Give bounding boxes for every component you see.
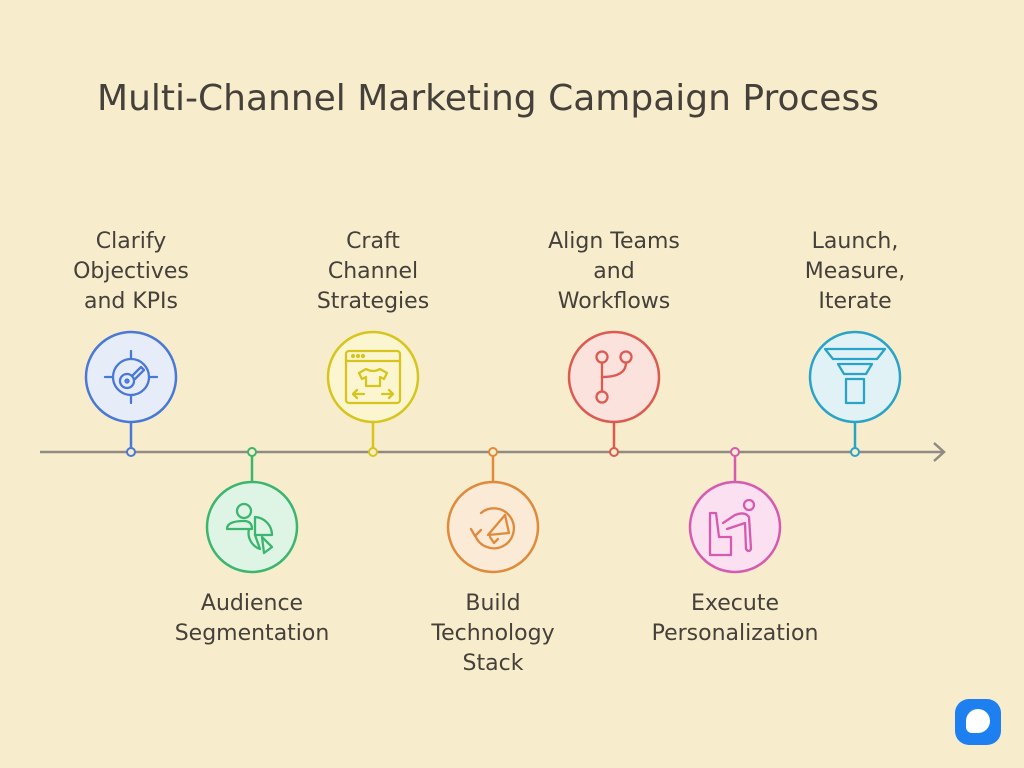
step-label: and KPIs [84,289,178,314]
timeline-node [126,447,136,457]
browser-shirt-icon [344,349,402,405]
step-label: Iterate [818,289,891,314]
timeline-node [609,447,619,457]
timeline-node [247,447,257,457]
step-label: Segmentation [175,621,330,646]
step-circle [808,330,902,424]
step-label: Personalization [652,621,819,646]
step-label: Audience [201,591,303,616]
step-label: Craft [346,229,400,254]
arrow-head-icon [933,442,946,462]
timeline-node [850,447,860,457]
step-label: Clarify [96,229,167,254]
target-key-icon [103,349,159,405]
user-pie-icon [225,502,274,555]
funnel-icon [823,347,887,405]
step-label: Technology [430,621,554,646]
timeline-node [368,447,378,457]
step-label: Channel [328,259,418,284]
step-label: Stack [463,651,524,676]
step-circle [446,480,540,574]
step-label: Workflows [558,289,670,314]
step-label: and [593,259,634,284]
app-logo [955,699,1001,745]
diagram-title: Multi-Channel Marketing Campaign Process [97,78,879,119]
git-branch-icon [595,350,633,404]
step-circle [326,330,420,424]
step-label: Objectives [73,259,189,284]
timeline-node [488,447,498,457]
step-circle [567,330,661,424]
step-circle [84,330,178,424]
step-label: Build [465,591,520,616]
step-label: Align Teams [548,229,680,254]
timeline-node [730,447,740,457]
step-label: Execute [691,591,779,616]
person-seat-icon [708,498,756,557]
step-label: Launch, [812,229,899,254]
step-7: Launch, Measure, Iterate [805,229,906,457]
megaphone-cycle-icon [469,507,515,550]
step-label: Strategies [317,289,429,314]
step-label: Measure, [805,259,906,284]
